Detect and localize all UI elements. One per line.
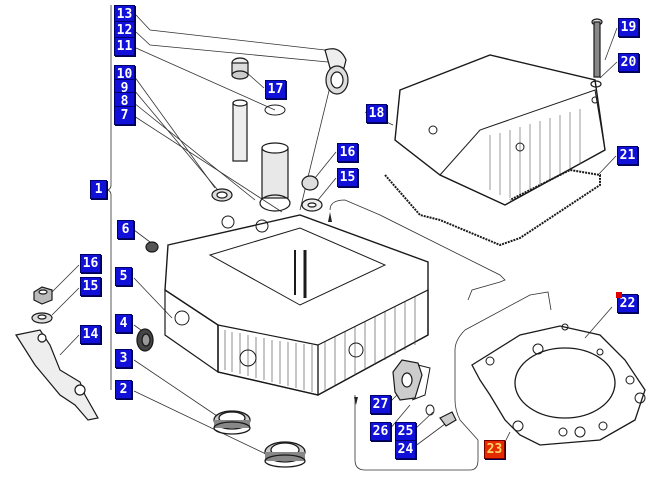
- part-4-seal: [136, 328, 154, 352]
- arrow-up-icon: [328, 212, 332, 222]
- callout-14[interactable]: 14: [80, 325, 101, 344]
- callout-18[interactable]: 18: [366, 104, 387, 123]
- part-22-head-gasket: [471, 323, 646, 446]
- callout-23-highlighted[interactable]: 23: [484, 440, 505, 459]
- callout-25[interactable]: 25: [395, 422, 416, 441]
- leader-lines: [51, 14, 618, 456]
- callout-26[interactable]: 26: [370, 422, 391, 441]
- callout-20[interactable]: 20: [618, 53, 639, 72]
- callout-21[interactable]: 21: [617, 146, 638, 165]
- part-27-flange-gasket: [392, 359, 423, 401]
- part-20-washer: [590, 80, 602, 88]
- part-26-flange: [411, 364, 431, 401]
- part-18-valve-cover: [394, 54, 606, 206]
- part-3-ring: [213, 410, 251, 435]
- callout-16-left[interactable]: 16: [80, 254, 101, 273]
- callout-15-left[interactable]: 15: [80, 277, 101, 296]
- part-rocker-clamp: [324, 48, 349, 95]
- part-25-washer: [425, 404, 435, 416]
- callout-16-right[interactable]: 16: [337, 143, 358, 162]
- callout-19[interactable]: 19: [618, 18, 639, 37]
- callout-6[interactable]: 6: [117, 220, 134, 239]
- part-2-ring: [264, 441, 306, 468]
- callout-24[interactable]: 24: [395, 440, 416, 459]
- part-16-nut: [33, 286, 53, 305]
- callout-2[interactable]: 2: [115, 380, 132, 399]
- part-17-cap: [231, 57, 249, 80]
- part-circlip: [264, 104, 286, 116]
- part-14-bracket: [15, 329, 99, 421]
- callout-13[interactable]: 13: [114, 5, 135, 24]
- part-19-bolt: [591, 18, 603, 78]
- callout-12[interactable]: 12: [114, 21, 135, 40]
- callout-27[interactable]: 27: [370, 395, 391, 414]
- callout-5[interactable]: 5: [115, 267, 132, 286]
- callout-15-right[interactable]: 15: [337, 168, 358, 187]
- part-6-plug: [145, 241, 159, 253]
- callout-4[interactable]: 4: [115, 314, 132, 333]
- part-seal-rings: [211, 175, 323, 212]
- callout-22[interactable]: 22: [617, 294, 638, 313]
- callout-3[interactable]: 3: [115, 349, 132, 368]
- callout-7[interactable]: 7: [114, 106, 135, 125]
- routing-line-lower: [354, 395, 479, 471]
- routing-line-gasket-top: [464, 291, 552, 331]
- callout-1[interactable]: 1: [90, 180, 107, 199]
- part-injector-sleeve: [259, 142, 291, 212]
- callout-17[interactable]: 17: [265, 80, 286, 99]
- part-valve-guide: [232, 99, 248, 162]
- callout-11[interactable]: 11: [114, 37, 135, 56]
- routing-line-upper: [329, 199, 506, 301]
- routing-line-gasket: [454, 329, 479, 441]
- cylinder-head-block: [164, 214, 429, 397]
- selection-marker: [616, 292, 622, 298]
- part-21-gasket: [384, 168, 601, 247]
- part-15-washer: [31, 312, 53, 324]
- part-24-bolt: [439, 411, 457, 427]
- arrow-down-icon: [354, 397, 358, 405]
